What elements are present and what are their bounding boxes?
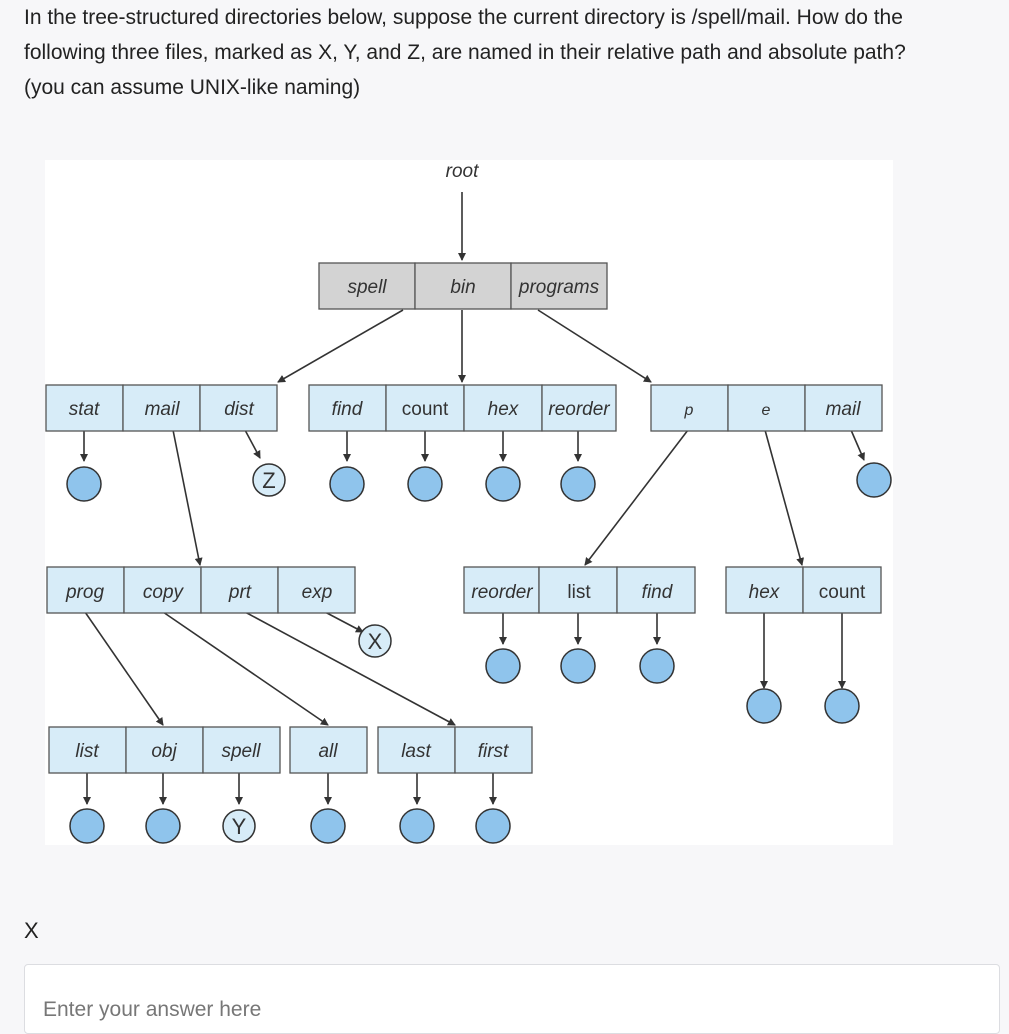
file-node — [407, 466, 443, 502]
file-node — [824, 688, 860, 724]
dir-bin: bin — [450, 277, 475, 298]
entry-list: list — [567, 582, 591, 603]
entry-count-2: count — [819, 582, 866, 603]
file-node — [329, 466, 365, 502]
directory-tree-diagram: root spell bin programs stat mail dist f… — [45, 160, 893, 845]
file-node — [639, 648, 675, 684]
question-line-2: following three files, marked as X, Y, a… — [24, 41, 906, 64]
svg-text:X: X — [368, 629, 383, 654]
marker-y: Y — [222, 809, 256, 843]
level1-dir: spell bin programs — [318, 262, 608, 310]
copy-dir-contents: all — [289, 726, 368, 774]
file-node — [310, 808, 346, 844]
file-node — [399, 808, 435, 844]
file-node — [856, 462, 892, 498]
programs-dir-contents: p e mail — [650, 384, 883, 432]
question-text: In the tree-structured directories below… — [24, 0, 1004, 105]
svg-text:Y: Y — [232, 814, 247, 839]
entry-reorder: reorder — [548, 399, 610, 420]
marker-z: Z — [252, 463, 286, 497]
entry-dist: dist — [224, 399, 254, 420]
root-label: root — [446, 161, 479, 182]
entry-copy: copy — [143, 582, 185, 603]
entry-exp: exp — [302, 582, 333, 603]
entry-find-2: find — [642, 582, 674, 603]
file-node — [560, 648, 596, 684]
entry-stat: stat — [69, 399, 100, 420]
file-node — [485, 648, 521, 684]
entry-last: last — [401, 741, 431, 762]
question-line-3: (you can assume UNIX-like naming) — [24, 76, 361, 99]
entry-mail-2: mail — [826, 399, 862, 420]
p-dir-contents: reorder list find — [463, 566, 696, 614]
dir-programs: programs — [518, 277, 600, 298]
marker-x: X — [358, 624, 392, 658]
entry-first: first — [478, 741, 509, 762]
e-dir-contents: hex count — [725, 566, 882, 614]
prog-dir-contents: list obj spell — [48, 726, 281, 774]
entry-spell-2: spell — [221, 741, 261, 762]
entry-list-2: list — [75, 741, 99, 762]
file-node — [485, 466, 521, 502]
entry-find: find — [332, 399, 364, 420]
prt-dir-contents: last first — [377, 726, 533, 774]
file-node — [145, 808, 181, 844]
file-nodes — [66, 462, 892, 844]
entry-prog: prog — [65, 582, 104, 603]
entry-all: all — [318, 741, 338, 762]
entry-p: p — [684, 402, 694, 419]
answer-label-x: X — [24, 918, 39, 943]
question-line-1: In the tree-structured directories below… — [24, 6, 903, 29]
entry-mail: mail — [145, 399, 181, 420]
bin-dir-contents: find count hex reorder — [308, 384, 617, 432]
file-node — [69, 808, 105, 844]
tree-edges — [80, 192, 865, 805]
tree-svg: root spell bin programs stat mail dist f… — [45, 161, 892, 844]
entry-hex: hex — [488, 399, 520, 420]
dir-spell: spell — [347, 277, 387, 298]
entry-obj: obj — [151, 741, 177, 762]
entry-prt: prt — [228, 582, 252, 603]
entry-e: e — [762, 402, 771, 419]
file-node — [66, 466, 102, 502]
file-node — [475, 808, 511, 844]
mail-dir-contents: prog copy prt exp — [46, 566, 356, 614]
svg-text:Z: Z — [262, 468, 275, 493]
answer-input-x[interactable] — [24, 964, 1000, 1034]
entry-hex-2: hex — [749, 582, 781, 603]
file-node — [560, 466, 596, 502]
entry-reorder-2: reorder — [471, 582, 533, 603]
entry-count: count — [402, 399, 449, 420]
file-node — [746, 688, 782, 724]
spell-dir-contents: stat mail dist — [45, 384, 278, 432]
